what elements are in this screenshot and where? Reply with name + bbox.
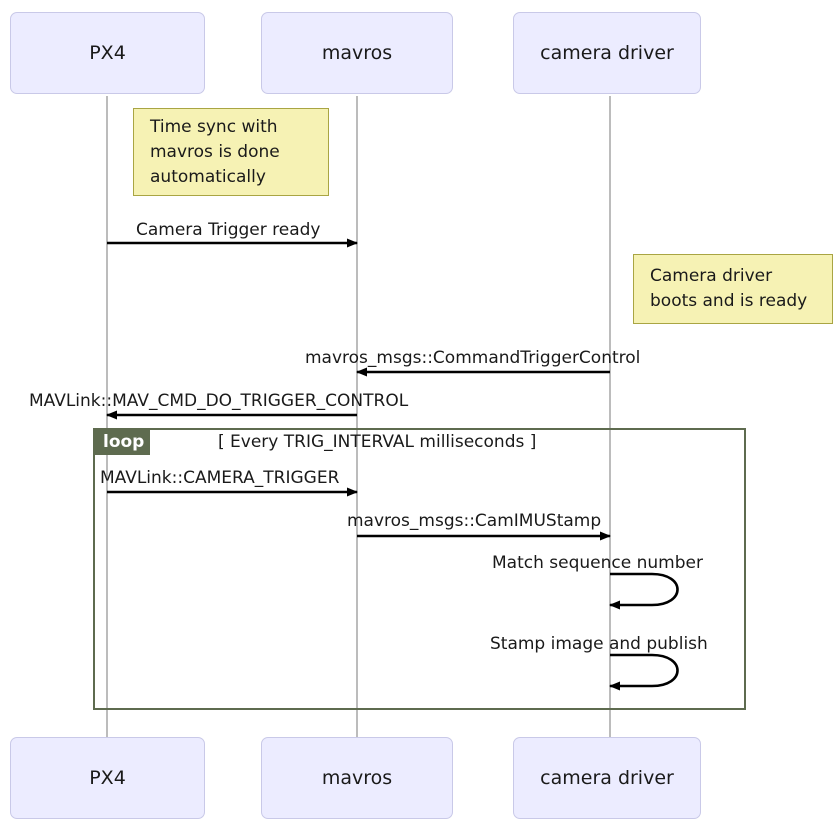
self-message-arrow-stamp-image-and-publish xyxy=(609,653,679,691)
participant-label-camera-bottom: camera driver xyxy=(540,767,674,789)
participant-box-camera-bottom[interactable]: camera driver xyxy=(513,737,701,819)
note-line: Camera driver xyxy=(650,266,773,286)
note-line: automatically xyxy=(150,166,266,187)
message-label-camera-trigger-ready: Camera Trigger ready xyxy=(136,220,321,240)
note-line: boots and is ready xyxy=(650,291,808,311)
self-message-arrow-match-sequence-number xyxy=(609,572,679,610)
self-message-label-stamp-image-and-publish: Stamp image and publish xyxy=(490,634,708,654)
participant-label-camera-top: camera driver xyxy=(540,42,674,64)
participant-box-camera-top[interactable]: camera driver xyxy=(513,12,701,94)
frames-group xyxy=(93,428,746,710)
frame-loop-border xyxy=(93,428,746,710)
participant-box-mavros-top[interactable]: mavros xyxy=(261,12,453,94)
note-line: mavros is done xyxy=(150,141,280,162)
message-label-mav-cmd-do-trigger-control: MAVLink::MAV_CMD_DO_TRIGGER_CONTROL xyxy=(29,391,409,411)
participant-label-mavros-bottom: mavros xyxy=(321,767,393,789)
message-arrows-group xyxy=(106,238,611,541)
message-label-camera-trigger: MAVLink::CAMERA_TRIGGER xyxy=(100,468,340,488)
participant-box-mavros-bottom[interactable]: mavros xyxy=(261,737,453,819)
participant-box-px4-top[interactable]: PX4 xyxy=(10,12,205,94)
frame-badge-loop: loop xyxy=(94,429,150,455)
message-label-command-trigger-control: mavros_msgs::CommandTriggerControl xyxy=(305,348,641,368)
note-note-time-sync: Time sync with mavros is done automaticall… xyxy=(133,108,329,196)
note-note-camera-boot: Camera driver boots and is ready xyxy=(633,254,833,324)
frame-condition-loop: [ Every TRIG_INTERVAL milliseconds ] xyxy=(218,432,537,452)
participant-label-px4-top: PX4 xyxy=(89,42,126,64)
self-message-label-match-sequence-number: Match sequence number xyxy=(492,553,703,573)
participant-label-px4-bottom: PX4 xyxy=(89,767,126,789)
self-message-arrows-group xyxy=(609,572,679,691)
note-line: Time sync with xyxy=(150,116,278,137)
participant-box-px4-bottom[interactable]: PX4 xyxy=(10,737,205,819)
participant-label-mavros-top: mavros xyxy=(321,42,393,64)
message-label-cam-imu-stamp: mavros_msgs::CamIMUStamp xyxy=(347,511,602,531)
